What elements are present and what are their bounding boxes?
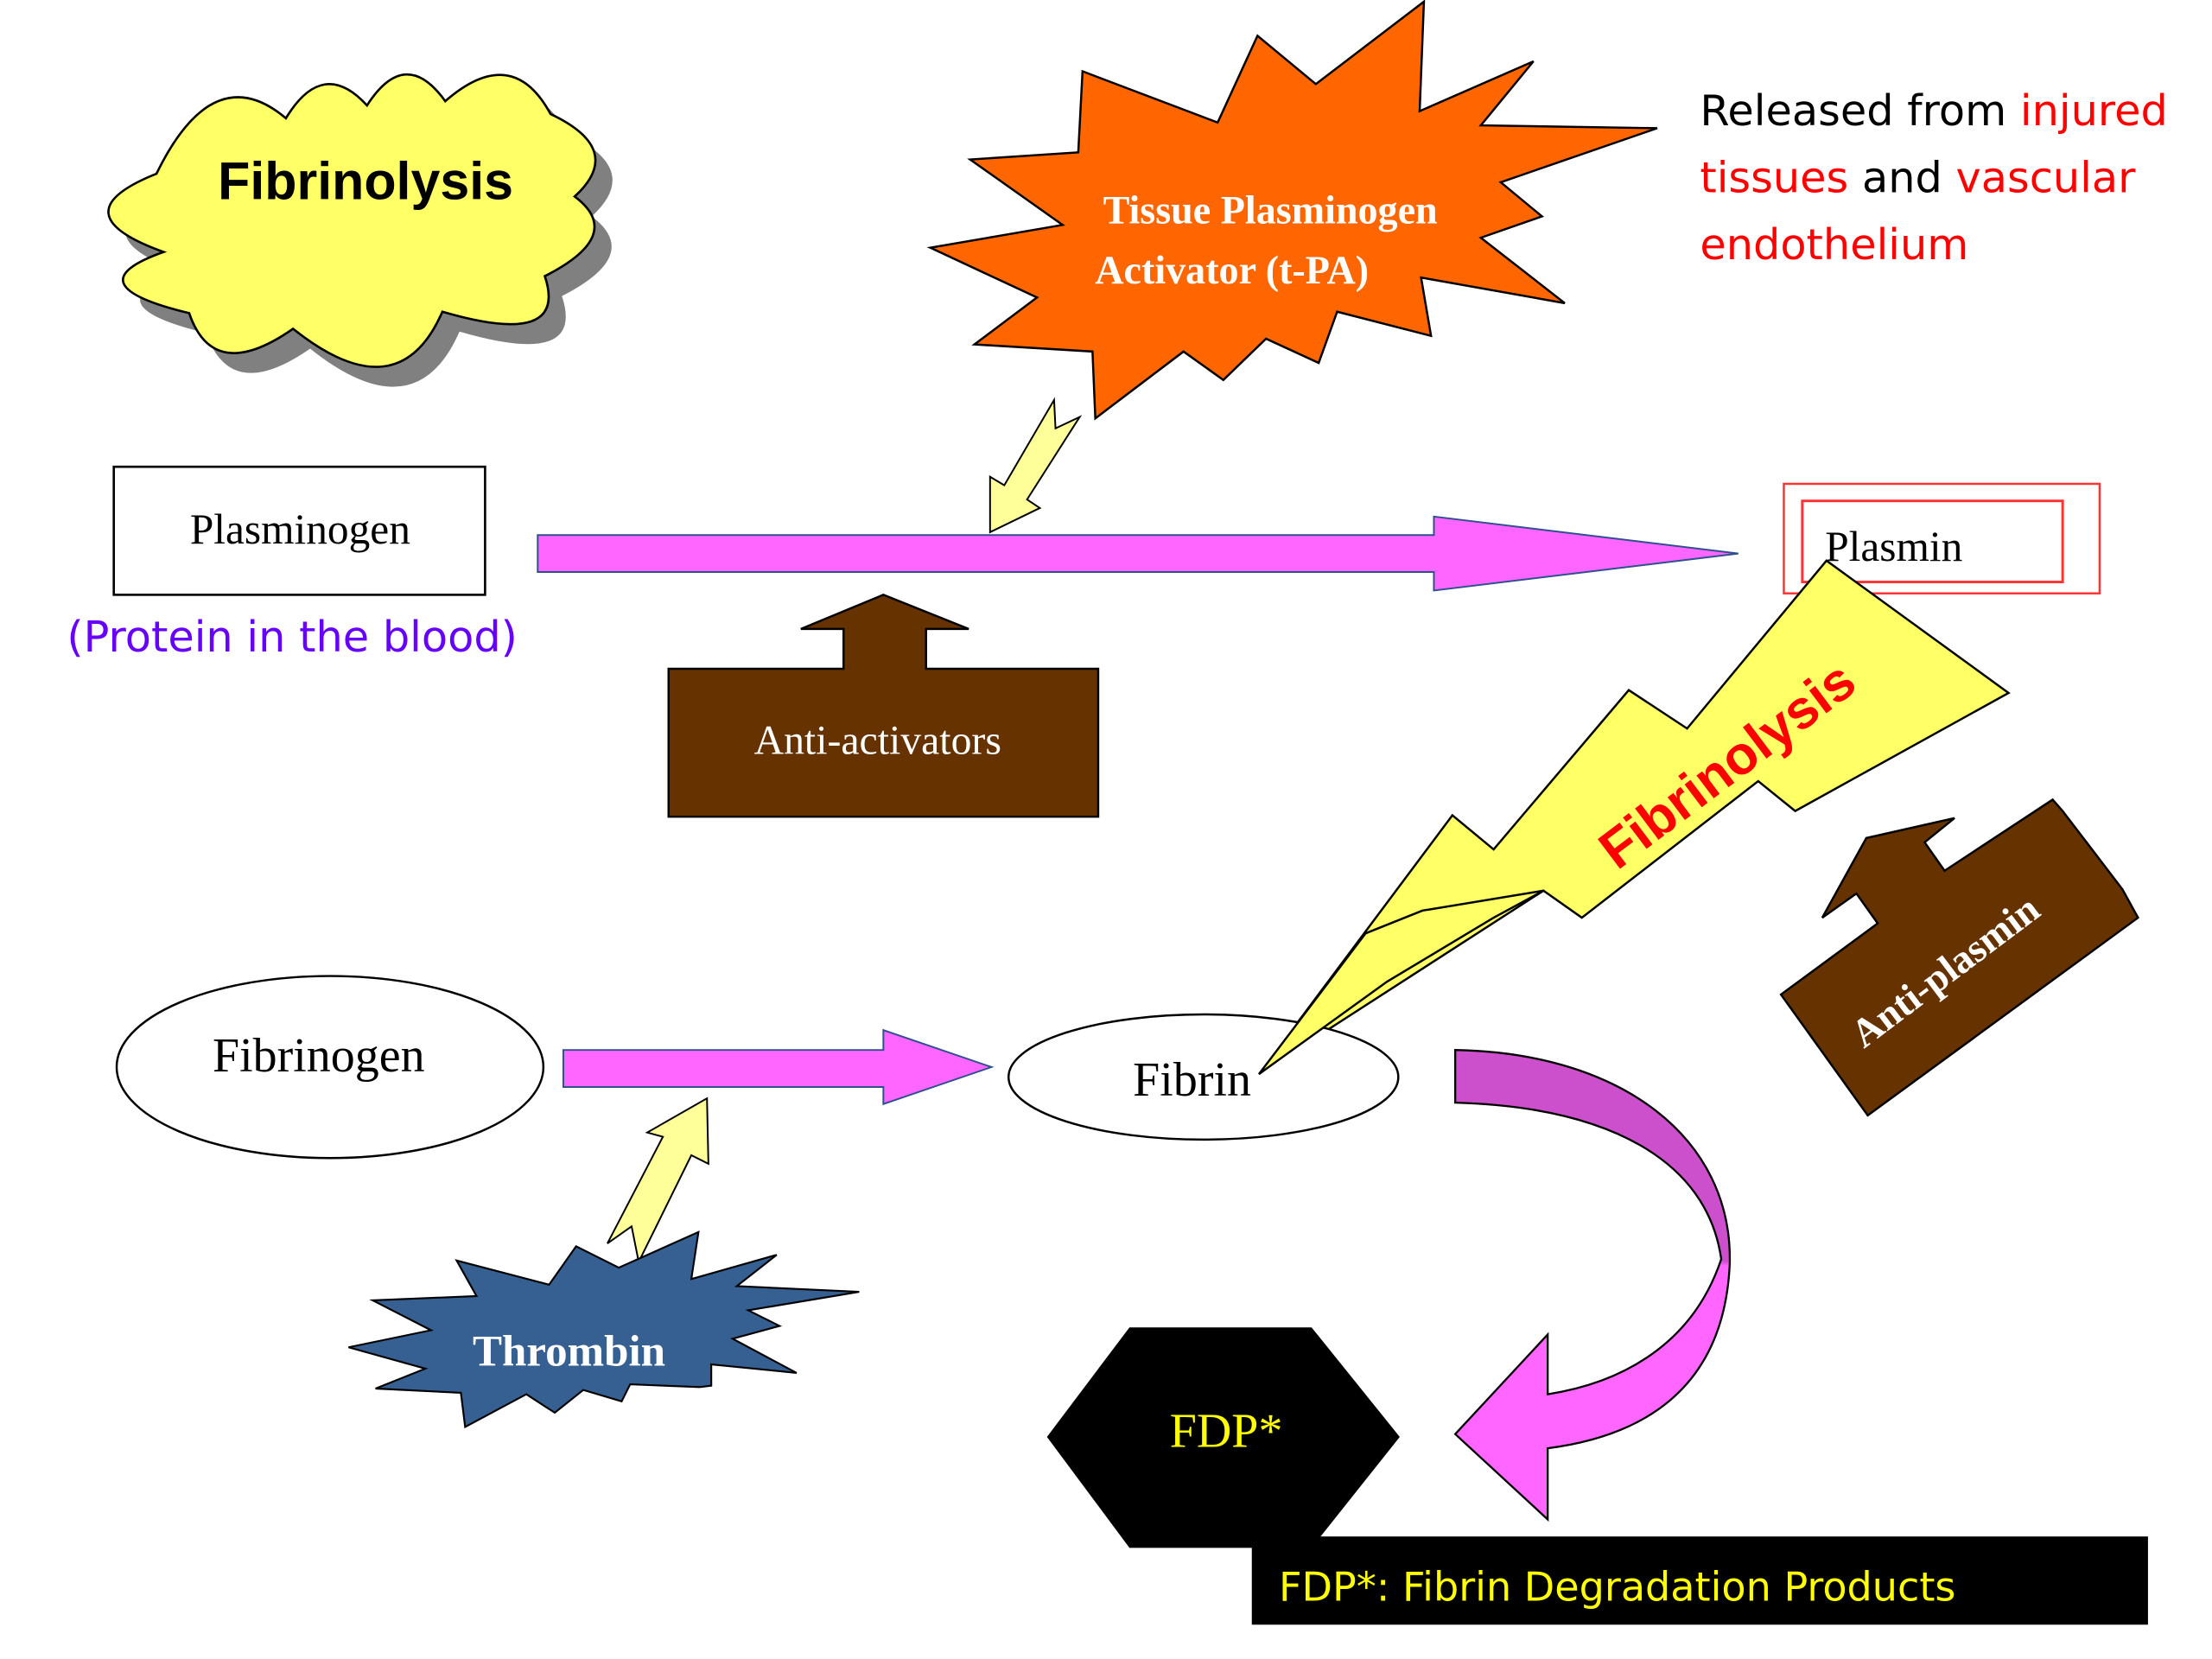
tpa-label-line1: Tissue Plasminogen [1103, 188, 1438, 232]
footnote-background [1251, 1536, 2148, 1625]
plasmin-node: Plasmin [1783, 482, 2101, 594]
fdp-footnote: FDP*: Fibrin Degradation Products [1251, 1536, 2148, 1625]
tpa-star-shape [926, 0, 1658, 421]
plasminogen-node: Plasminogen [112, 465, 486, 596]
source-note-line2: tissues and vascular [1700, 152, 2136, 202]
fibrin-ellipse [1007, 1013, 1400, 1141]
anti-plasmin-block: Anti-plasmin [1779, 798, 2139, 1117]
fdp-node: FDP* [1046, 1327, 1400, 1548]
anti-activators-label: Anti-activators [754, 718, 1001, 764]
bolt-tip-overlay [1257, 889, 1544, 1076]
plasmin-inner-box [1801, 499, 2064, 584]
tpa-label-line2: Activator (t-PA) [1095, 248, 1369, 292]
activation-arrow [537, 515, 1738, 592]
tpa-action-arrow [988, 397, 1083, 534]
anti-activators-shape [667, 594, 1100, 818]
tpa-starburst: Tissue Plasminogen Activator (t-PA) [926, 0, 1658, 421]
plasminogen-note: (Protein in the blood) [67, 612, 518, 662]
fibrin-label: Fibrin [1133, 1053, 1251, 1107]
thrombin-star-shape [348, 1230, 860, 1429]
anti-plasmin-shape [1779, 798, 2139, 1117]
conversion-arrow [562, 1028, 995, 1106]
cloud-title: Fibrinolysis [218, 152, 513, 211]
source-note-highlight: vascular [1956, 152, 2137, 202]
plasmin-label: Plasmin [1825, 523, 1962, 570]
source-note-line1: Released from injured [1700, 86, 2168, 136]
plasminogen-box [112, 465, 486, 596]
footnote-text: FDP*: Fibrin Degradation Products [1279, 1563, 1955, 1610]
source-note-text: and [1848, 152, 1955, 202]
cloud-shape [107, 73, 597, 368]
fibrinogen-label: Fibrinogen [213, 1029, 425, 1083]
thrombin-starburst: Thrombin [348, 1230, 860, 1429]
source-note-line3: endothelium [1700, 219, 1968, 270]
fibrinogen-ellipse [115, 975, 545, 1160]
source-note-highlight: endothelium [1700, 219, 1968, 270]
curved-arrow-shape [1453, 1049, 1732, 1522]
source-note-highlight: tissues [1700, 152, 1848, 202]
tpa-source-note: Released from injured tissues and vascul… [1700, 86, 2168, 270]
fibrinogen-node: Fibrinogen [115, 975, 545, 1160]
source-note-text: Released from [1700, 86, 2020, 136]
source-note-highlight: injured [2020, 86, 2168, 136]
fibrin-node: Fibrin [1007, 1013, 1400, 1141]
fdp-label: FDP* [1170, 1404, 1283, 1458]
thrombin-action-arrow [607, 1096, 709, 1265]
anti-activators-block: Anti-activators [667, 594, 1100, 818]
title-cloud: Fibrinolysis [107, 73, 613, 387]
plasminogen-label: Plasminogen [190, 505, 410, 553]
plasmin-outer-box [1783, 482, 2101, 594]
thrombin-label: Thrombin [473, 1328, 665, 1376]
fdp-hexagon [1046, 1327, 1400, 1548]
degradation-curved-arrow [1453, 1049, 1732, 1522]
